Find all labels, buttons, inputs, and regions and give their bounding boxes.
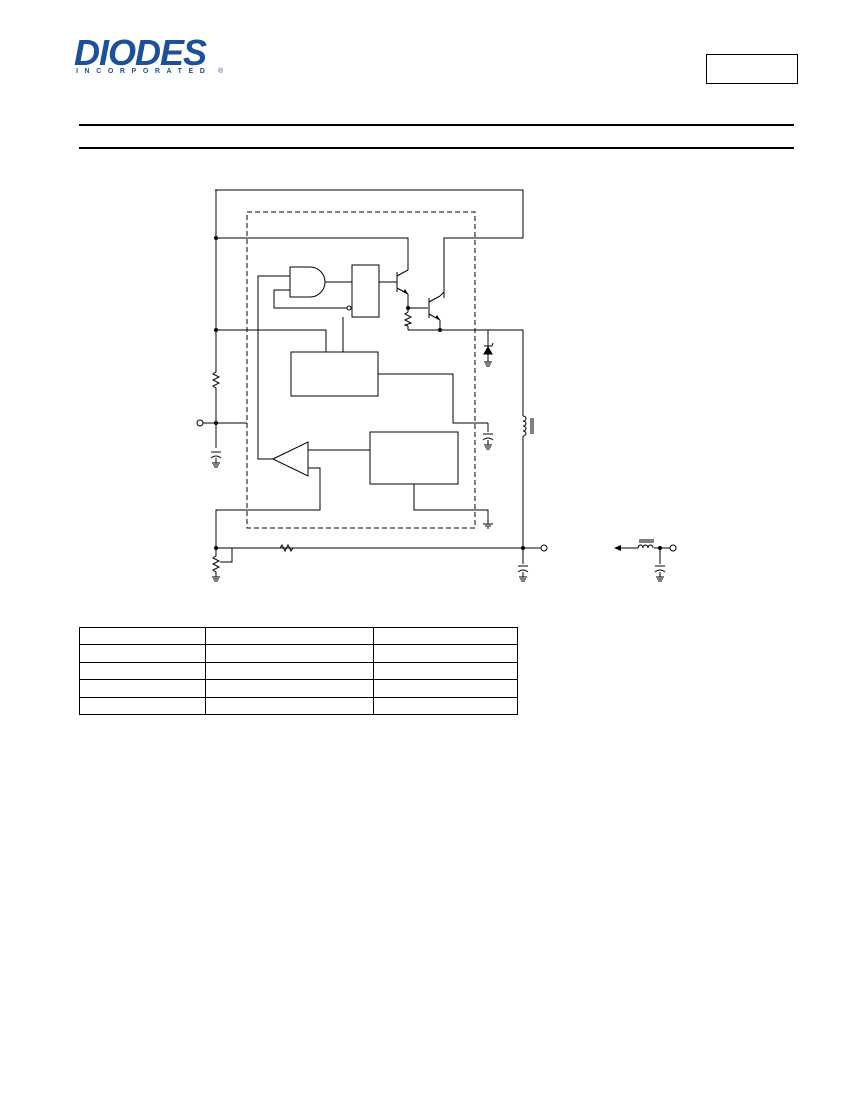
junction-dot [521, 546, 525, 550]
and-gate [289, 266, 326, 298]
table-cell [205, 644, 374, 663]
table-cell [79, 626, 206, 646]
wire-comp-to-gate [257, 275, 290, 460]
logo-wordmark: DIODES [74, 32, 207, 73]
output-arrow [614, 545, 621, 551]
junction-dot [214, 421, 218, 425]
wire-t2-collector-up [439, 291, 445, 297]
terminal-output [540, 544, 548, 552]
spec-table [79, 626, 518, 716]
junction-dot [658, 546, 662, 550]
junction-dot [214, 236, 218, 240]
wire-latch-feedback [273, 289, 347, 309]
wire-mid-branch [216, 329, 327, 352]
wire-ref-gnd [413, 484, 489, 524]
inductor-main [522, 415, 527, 437]
comparator [271, 441, 309, 477]
wire-osc-out [378, 373, 484, 424]
capacitor-input [210, 451, 222, 468]
table-row [79, 696, 518, 716]
junction-dot [214, 328, 218, 332]
transistor-1-collector [396, 269, 409, 277]
ground-ic [483, 523, 493, 529]
terminal-input [196, 419, 204, 427]
resistor-input [211, 371, 221, 389]
table-row [79, 626, 518, 646]
transistor-1-arrow [403, 289, 408, 294]
junction-dot [406, 306, 410, 310]
ground-sense [212, 572, 220, 582]
table-row [79, 679, 518, 698]
junction-dot [438, 328, 442, 332]
diode [483, 342, 494, 357]
wire-outer-loop [215, 189, 524, 298]
wire-sense-branch [216, 547, 233, 563]
company-logo: DIODES INCORPORATED ® [74, 32, 226, 79]
inductor-filter [637, 544, 654, 549]
latch-block [351, 264, 380, 318]
resistor-feedback [279, 543, 294, 553]
capacitor-timing [482, 422, 494, 450]
ground-diode [484, 357, 492, 367]
logo-subtext: INCORPORATED [76, 68, 212, 75]
wire-vin-branch [216, 237, 409, 270]
inverter-bubble [346, 305, 352, 311]
reference-block [369, 431, 459, 485]
junction-dot [214, 546, 218, 550]
capacitor-filter [654, 565, 666, 582]
table-cell [373, 679, 518, 698]
header-rule-top [79, 124, 794, 126]
oscillator-block [290, 351, 379, 397]
wire-comp-feedback [215, 467, 321, 548]
table-cell [373, 626, 518, 646]
header-rule-bottom [79, 147, 794, 149]
table-cell [79, 696, 206, 716]
table-row [79, 644, 518, 663]
resistor-sense [211, 555, 221, 573]
table-cell [79, 679, 206, 698]
wire-switch-node [408, 329, 524, 416]
logo-registered-mark: ® [218, 68, 224, 75]
table-cell [205, 626, 374, 646]
capacitor-output [517, 565, 529, 582]
terminal-filter [669, 544, 677, 552]
table-cell [373, 696, 518, 716]
resistor-base [403, 311, 413, 327]
transistor-2-arrow [435, 315, 440, 320]
table-cell [205, 679, 374, 698]
transistor-2-collector [428, 295, 441, 303]
table-cell [205, 661, 374, 681]
table-cell [79, 644, 206, 663]
table-row [79, 661, 518, 681]
table-cell [373, 644, 518, 663]
table-cell [205, 696, 374, 716]
part-number-box [706, 54, 798, 84]
ic-boundary [246, 211, 476, 529]
table-cell [79, 661, 206, 681]
table-cell [373, 661, 518, 681]
